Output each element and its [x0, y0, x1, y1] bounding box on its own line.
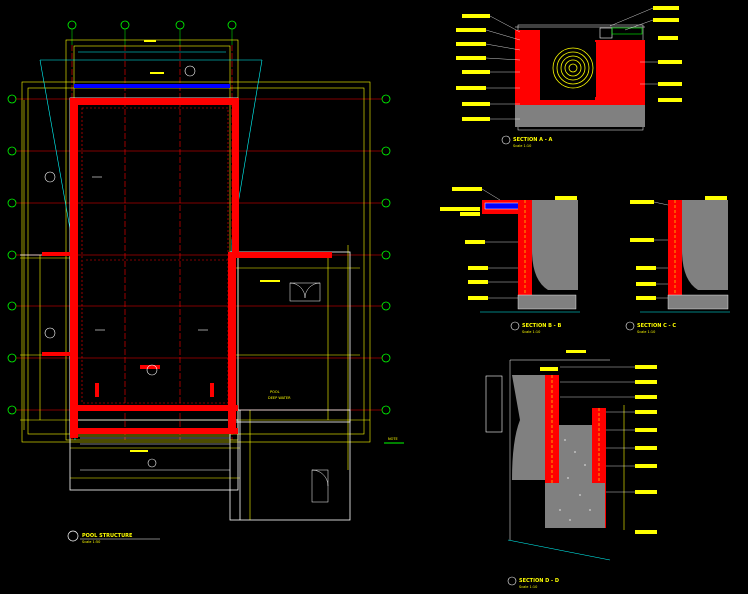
- drain-icon: [147, 458, 157, 468]
- section-c-title: SECTION C - C: [637, 323, 676, 329]
- section-bubble-icon: [625, 321, 635, 331]
- grid-bubble-icon: [120, 20, 130, 30]
- section-a-scale: Scale 1:10: [513, 144, 531, 148]
- grid-bubble-icon: [227, 20, 237, 30]
- plan-tag: NOTE: [388, 437, 398, 441]
- pool-walls: [42, 98, 332, 438]
- section-a: SECTION A - A Scale 1:10: [456, 6, 682, 148]
- section-bubble-icon: [510, 321, 520, 331]
- pool-edge-blue: [74, 84, 230, 88]
- title-bubble-icon: [67, 530, 79, 542]
- section-d: SECTION D - D Scale 1:10: [485, 350, 657, 589]
- pool-callout-sub: DEEP WATER: [268, 396, 291, 400]
- light-icon: [44, 171, 56, 183]
- section-b: SECTION B - B Scale 1:10: [440, 187, 580, 334]
- spiral-icon: [552, 47, 594, 89]
- plan-title: POOL STRUCTURE: [82, 533, 133, 539]
- stairs: [80, 282, 329, 503]
- section-bubble-icon: [507, 576, 517, 586]
- light-icon: [146, 364, 158, 376]
- section-d-scale: Scale 1:10: [519, 585, 537, 589]
- pool-plan: POOL DEEP WATER NOTE POOL STRUCTURE Scal…: [7, 20, 404, 544]
- section-c: SECTION C - C Scale 1:10: [625, 196, 730, 334]
- plan-title-block: POOL STRUCTURE Scale 1:50: [67, 530, 160, 544]
- white-outlines: [20, 97, 351, 521]
- top-grid-bubbles: [67, 20, 237, 30]
- pool-callout: POOL: [270, 390, 280, 394]
- grid-bubble-icon: [67, 20, 77, 30]
- grid-bubble-icon: [175, 20, 185, 30]
- light-icon: [44, 327, 56, 339]
- section-d-title: SECTION D - D: [519, 578, 559, 584]
- drain-icons: [44, 65, 196, 468]
- section-bubble-icon: [501, 135, 511, 145]
- section-b-title: SECTION B - B: [522, 323, 562, 329]
- section-a-title: SECTION A - A: [513, 137, 553, 143]
- plan-dimension-labels: [130, 40, 280, 452]
- section-c-scale: Scale 1:10: [637, 330, 655, 334]
- section-b-scale: Scale 1:10: [522, 330, 540, 334]
- light-icon: [184, 65, 196, 77]
- plan-scale: Scale 1:50: [82, 540, 100, 544]
